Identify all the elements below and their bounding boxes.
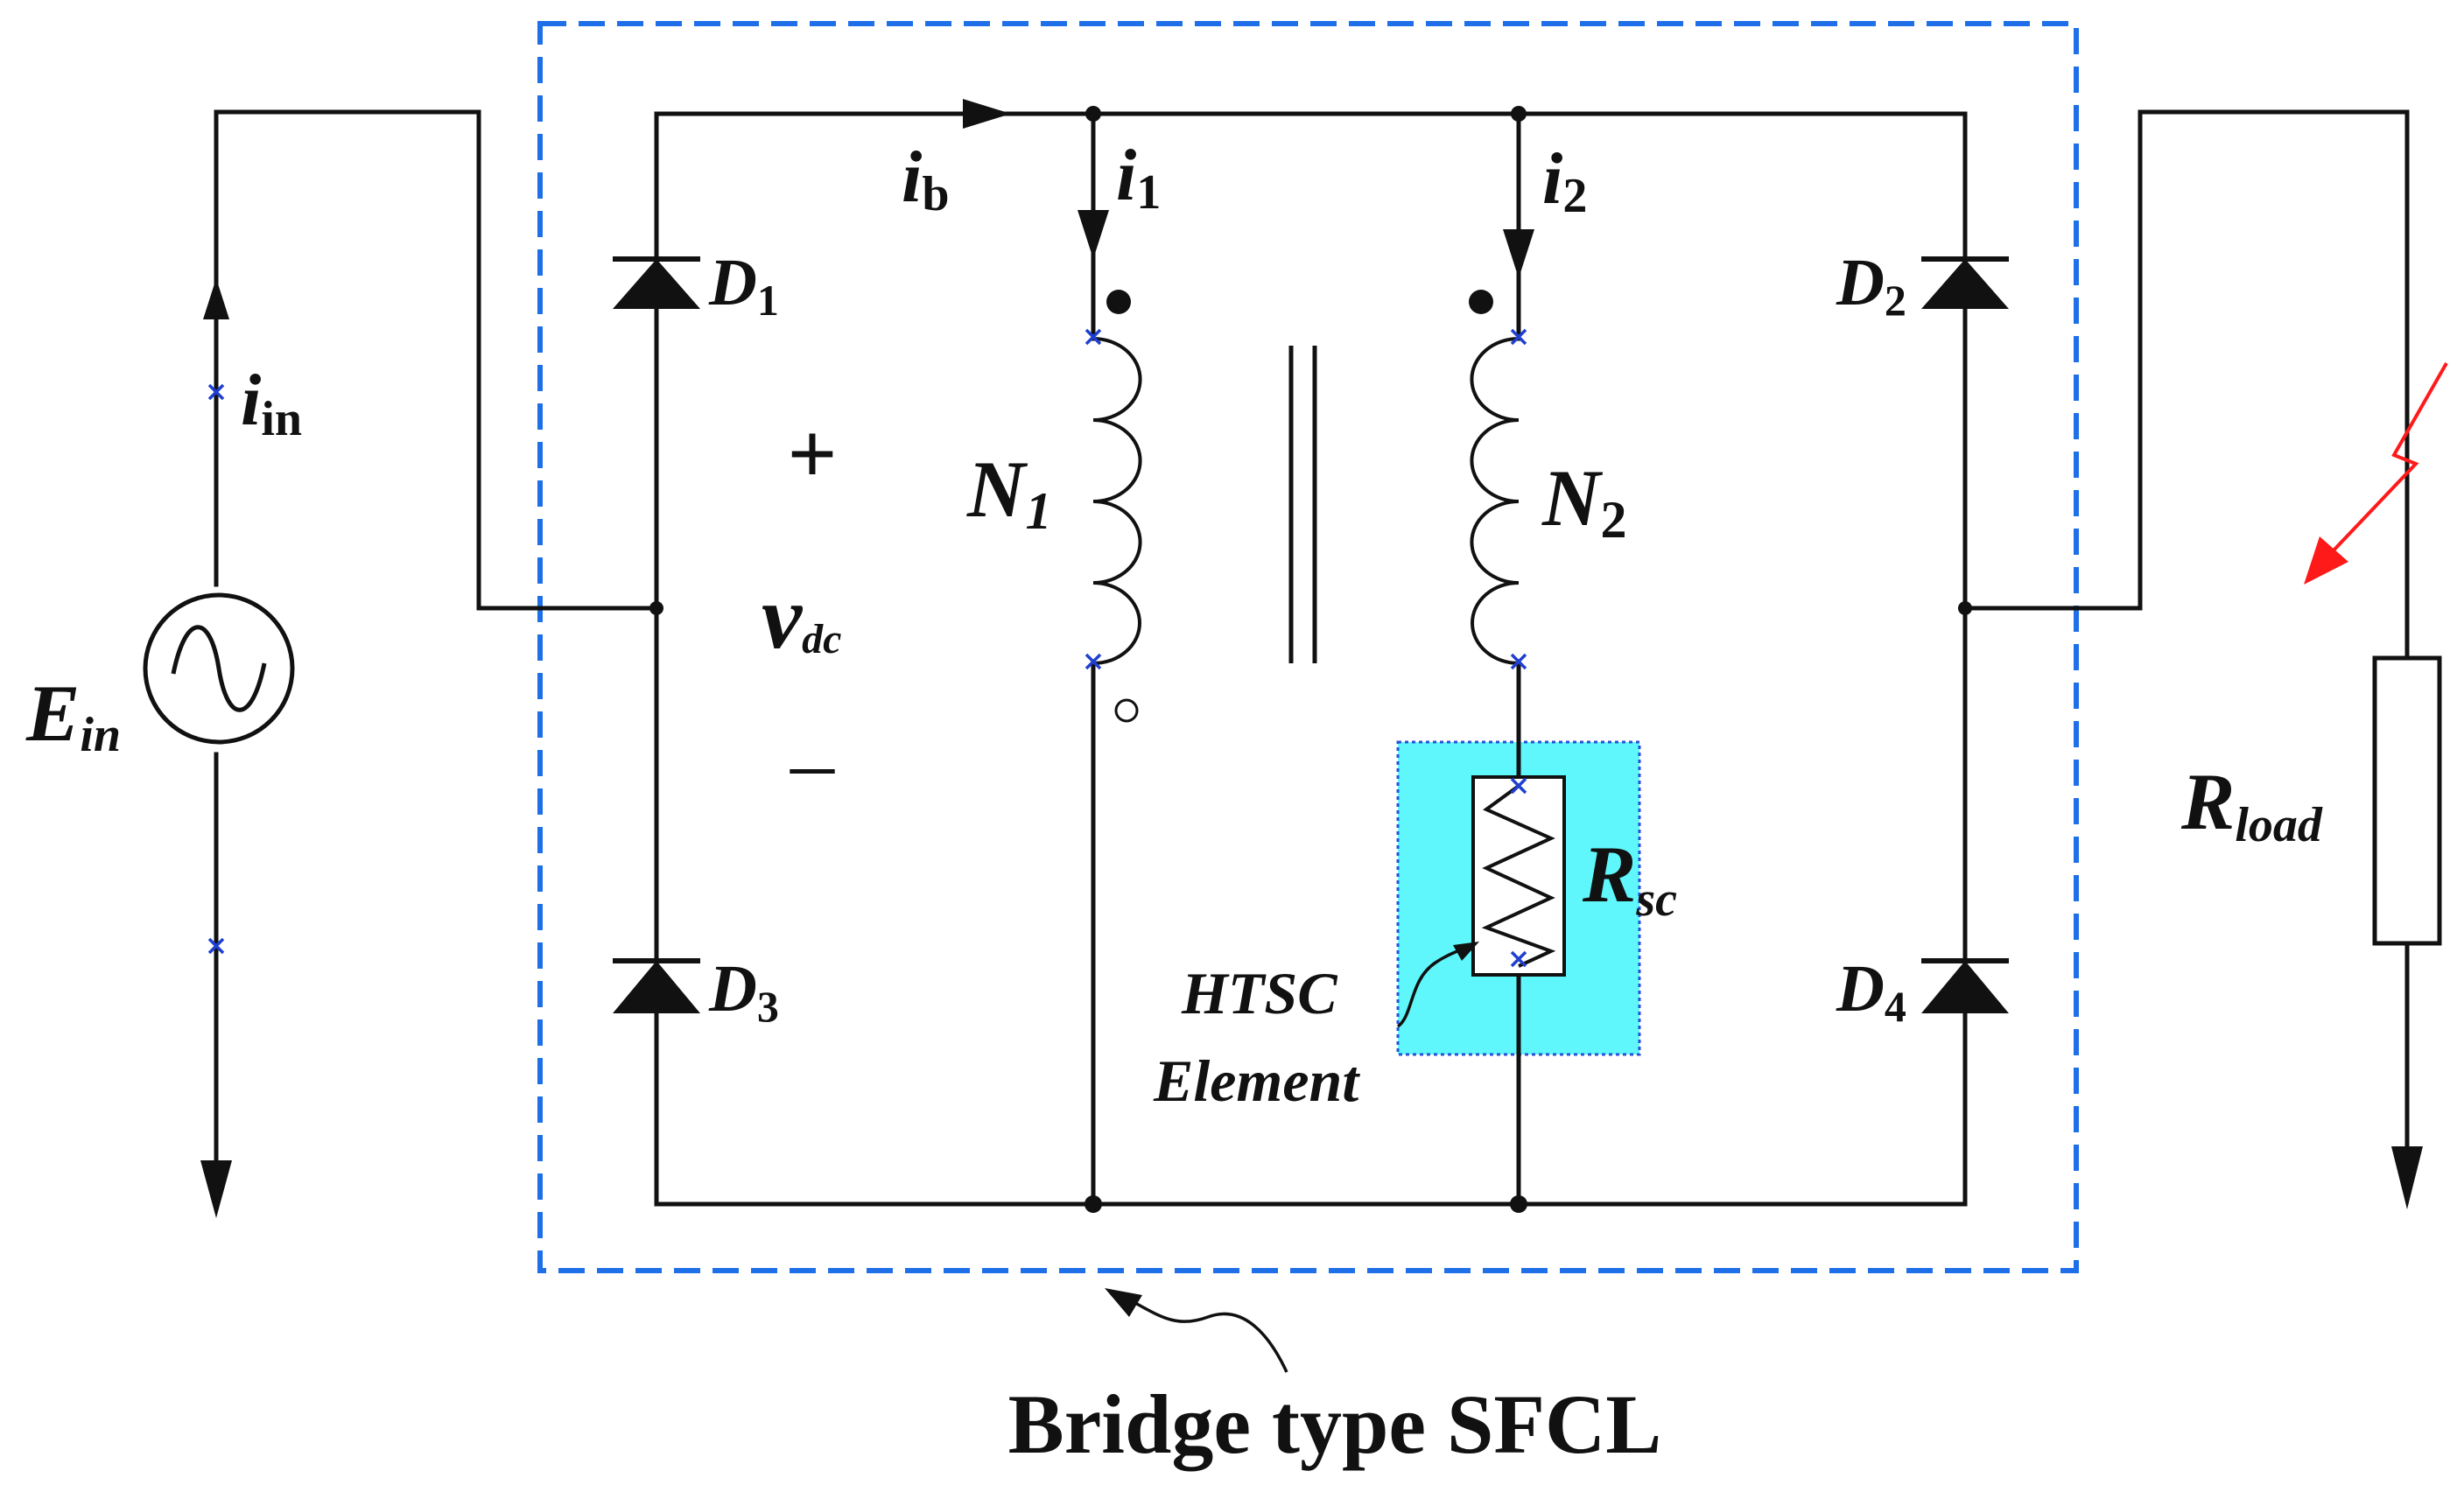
bridge-current-label: ib (902, 137, 950, 221)
sfcl-label-arrowhead (1105, 1288, 1142, 1317)
sfcl-enclosure (537, 21, 2079, 1273)
transformer-core (1288, 346, 1317, 663)
sfcl-label: Bridge type SFCL (1008, 1377, 1662, 1471)
htsc-label-line-1: HTSC (1181, 960, 1337, 1026)
polarity-dots (1106, 290, 1493, 723)
junction-dots (649, 106, 1972, 1213)
diode-d3 (613, 958, 700, 1013)
branch-1-current-label: i1 (1116, 135, 1161, 220)
sc-resistor-label: Rsc (1582, 830, 1677, 927)
branch-2-current-arrow (1503, 229, 1534, 278)
sfcl-label-leader (1120, 1293, 1288, 1373)
winding-n1-label: N1 (966, 445, 1051, 540)
branch-1-current-arrow (1078, 210, 1109, 259)
sc-resistor-symbol (1471, 775, 1566, 977)
winding-n2-label: N2 (1541, 453, 1626, 549)
source-return-arrow (200, 1160, 232, 1218)
input-current-label: iin (241, 360, 302, 446)
ac-source-symbol (143, 592, 295, 745)
diode-d1-label: D1 (708, 246, 779, 325)
dc-voltage-label: vdc (762, 567, 841, 668)
dc-voltage-plus: + (788, 405, 838, 502)
source-wiring (214, 109, 659, 1180)
branch-2-current-label: i2 (1542, 138, 1587, 223)
diode-d4 (1921, 958, 2009, 1013)
winding-n2-coil (1470, 337, 1520, 665)
winding-n1-coil (1092, 337, 1142, 665)
diode-d1 (613, 256, 700, 309)
source-label: Ein (25, 669, 121, 762)
load-label: Rload (2180, 757, 2323, 852)
htsc-label-line-2: Element (1153, 1047, 1360, 1114)
load-resistor-symbol (2372, 655, 2442, 946)
terminal-markers (207, 328, 1527, 968)
load-return-arrow (2391, 1146, 2423, 1209)
diode-d3-label: D3 (708, 952, 779, 1031)
bridge-current-arrow (963, 99, 1011, 129)
input-current-arrow (203, 278, 229, 319)
diode-d2 (1921, 256, 2009, 309)
htsc-leader-arrowhead (1453, 942, 1479, 961)
diode-d4-label: D4 (1836, 952, 1906, 1031)
dc-voltage-minus: – (790, 714, 835, 811)
diode-d2-label: D2 (1836, 246, 1906, 325)
fault-arrow (2304, 362, 2448, 585)
